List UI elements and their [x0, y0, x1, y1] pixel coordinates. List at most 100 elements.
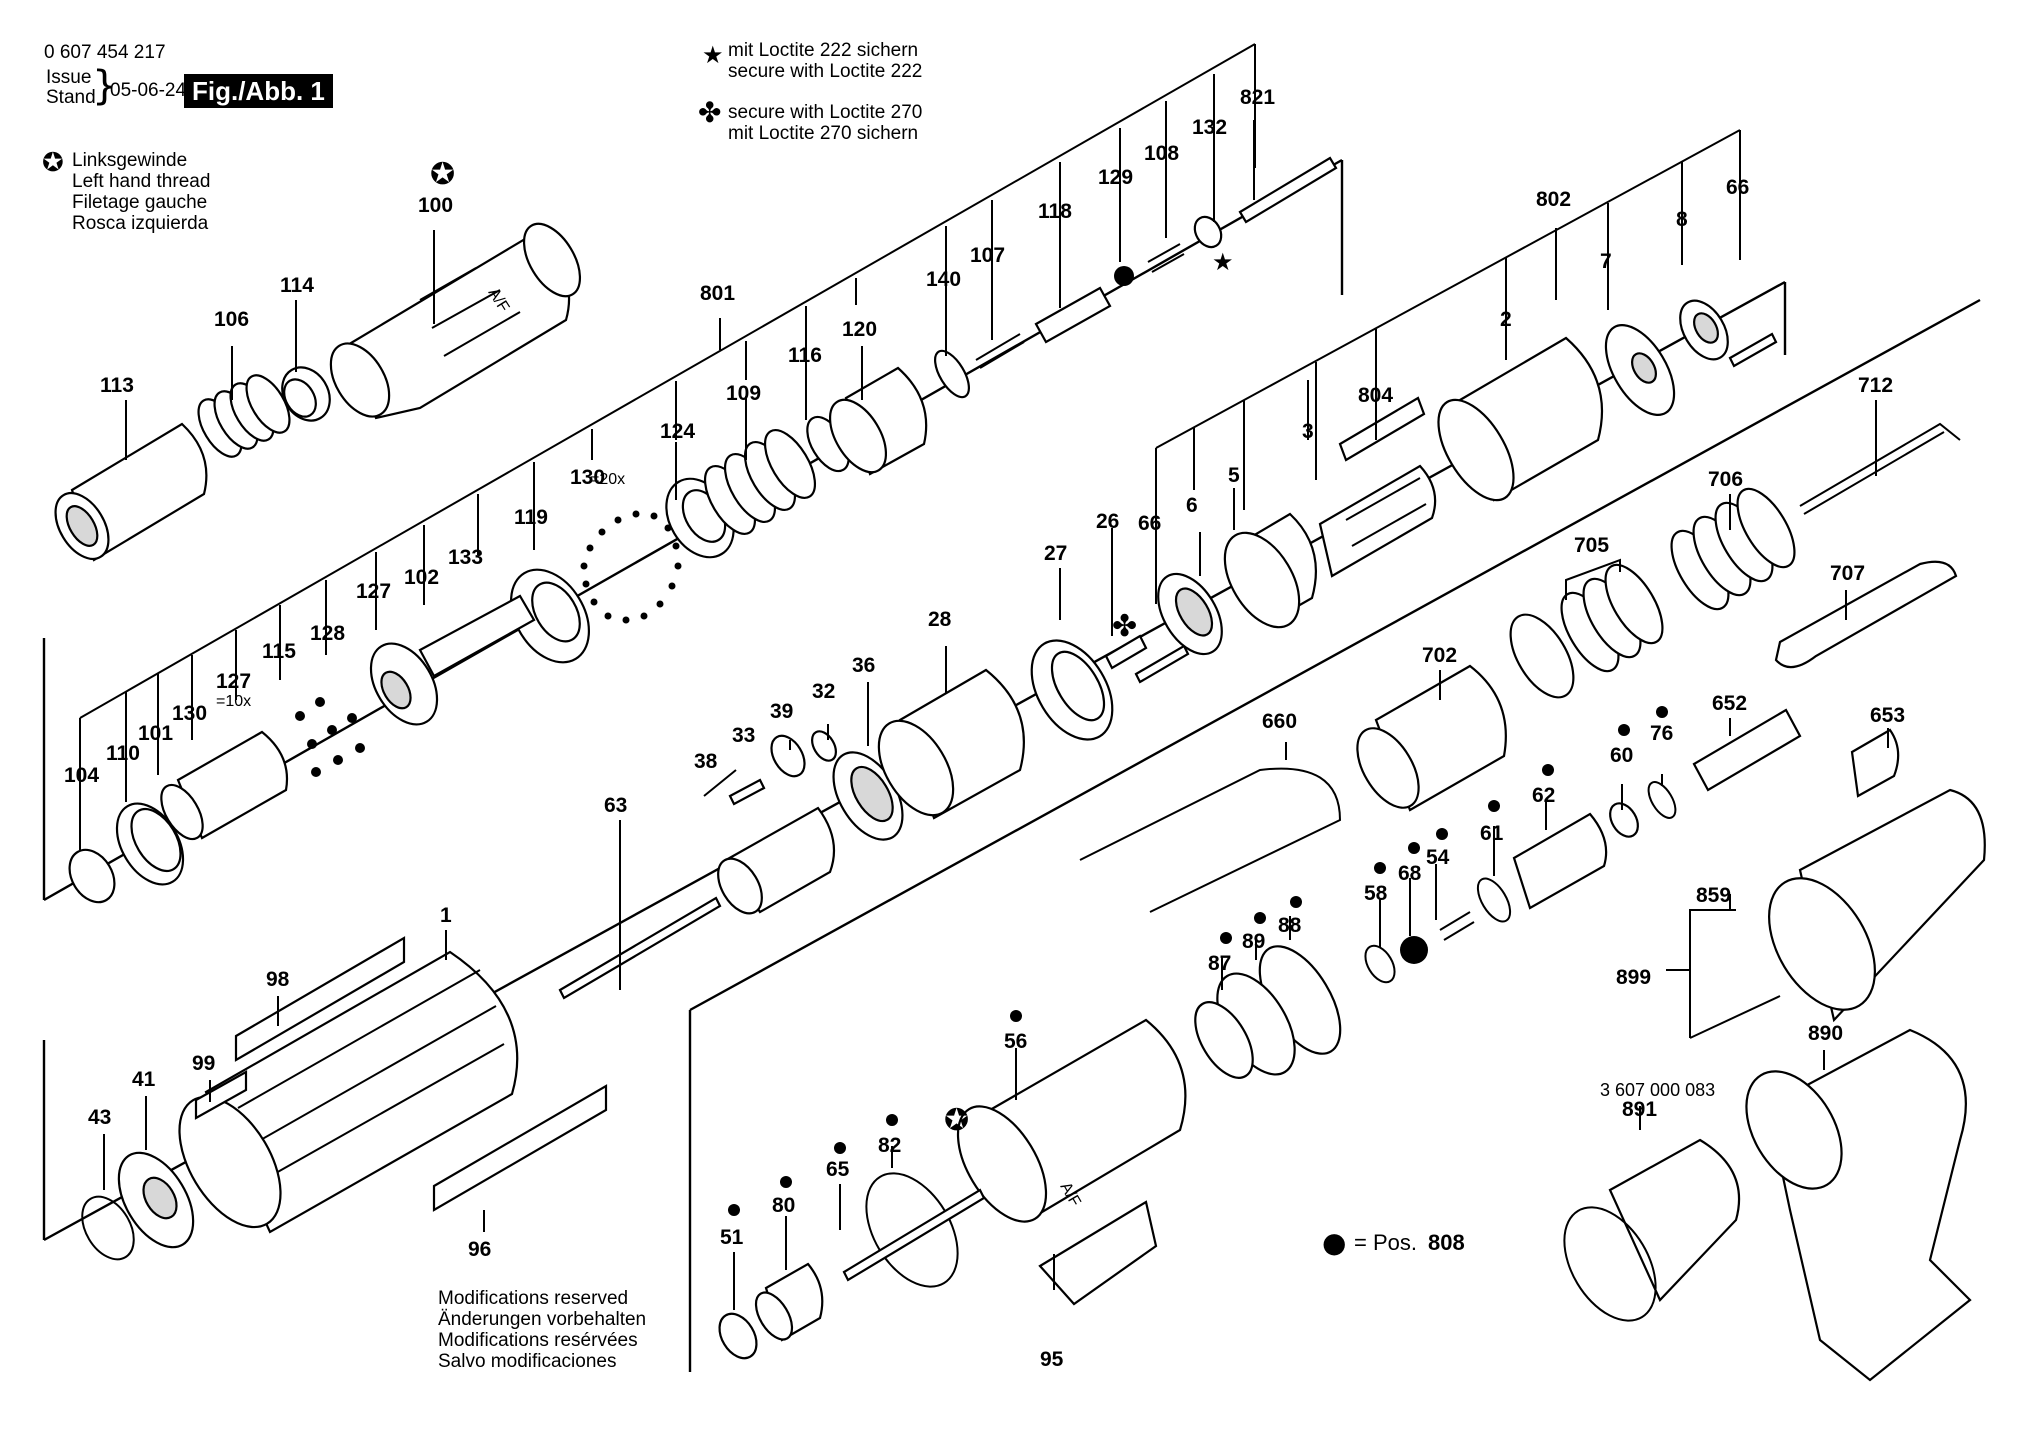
callout-130b: 130: [172, 702, 207, 725]
part-3-rotor: [1318, 464, 1437, 578]
callout-66b: 66: [1138, 512, 1161, 535]
callout-89: 89: [1242, 930, 1265, 953]
brace-symbol: }: [92, 63, 118, 109]
circled-star-icon-56: ✪: [944, 1103, 969, 1138]
legend-line-4: Rosca izquierda: [72, 213, 209, 234]
callout-95: 95: [1040, 1348, 1064, 1371]
callout-101: 101: [138, 722, 173, 745]
part-66-pin: [1134, 644, 1190, 684]
callout-652: 652: [1712, 692, 1747, 715]
callout-8: 8: [1676, 208, 1688, 231]
part-130-balls: [580, 510, 682, 624]
callout-133: 133: [448, 546, 483, 569]
callout-653: 653: [1870, 704, 1905, 727]
leader-lines: [103, 120, 1889, 1310]
callout-899: 899: [1616, 966, 1651, 989]
bracket-705: [1565, 558, 1621, 600]
stand-label: Stand: [46, 87, 96, 108]
part-107-spring: [975, 333, 1025, 369]
issue-date: 05-06-24: [110, 80, 187, 101]
part-705-spring: [1509, 563, 1664, 699]
reference-number: 3 607 000 083: [1600, 1080, 1716, 1100]
callout-32: 32: [812, 680, 835, 703]
frame-right: [688, 298, 1981, 1372]
callout-63: 63: [604, 794, 627, 817]
callout-859: 859: [1696, 884, 1731, 907]
callout-33: 33: [732, 724, 755, 747]
part-110-ring: [115, 802, 185, 886]
part-60-valve: [1609, 802, 1639, 838]
callout-96: 96: [468, 1238, 491, 1261]
part-61-oring: [1476, 877, 1512, 923]
four-leaf-icon-26: ✤: [1112, 609, 1137, 644]
callout-80: 80: [772, 1194, 795, 1217]
part-2-cylinder: [1437, 336, 1604, 502]
callout-132: 132: [1192, 116, 1227, 139]
callout-7: 7: [1600, 250, 1612, 273]
callout-65: 65: [826, 1158, 850, 1181]
callout-109: 109: [726, 382, 761, 405]
part-43-spring-ring: [81, 1195, 135, 1261]
callout-116: 116: [788, 344, 822, 367]
part-6-bearing: [1157, 572, 1223, 656]
part-96-strip: [432, 1084, 608, 1212]
part-28-ring-gear: [877, 668, 1025, 820]
callout-120: 120: [842, 318, 877, 341]
part-140-oring: [934, 349, 970, 399]
callout-76: 76: [1650, 722, 1673, 745]
callout-66a: 66: [1726, 176, 1749, 199]
figure-label: Fig./Abb. 1: [184, 74, 333, 108]
part-51-disc: [718, 1312, 758, 1360]
part-41-nut: [117, 1151, 195, 1249]
modifications-line-2: Änderungen vorbehalten: [438, 1309, 647, 1330]
callout-802: 802: [1536, 188, 1571, 211]
part-98-strip: [234, 936, 406, 1062]
callout-702: 702: [1422, 644, 1457, 667]
callout-27: 27: [1044, 542, 1067, 565]
qty-130-text: =20x: [590, 471, 625, 488]
part-63-rod: [558, 896, 722, 1000]
callout-26: 26: [1096, 510, 1119, 533]
part-68-ball: [1400, 936, 1428, 964]
issue-label: Issue: [46, 67, 92, 88]
part-5-endplate: [1223, 512, 1317, 629]
callout-706: 706: [1708, 468, 1743, 491]
callout-60: 60: [1610, 744, 1633, 767]
part-859-nozzle: [1768, 788, 1986, 1023]
callout-107: 107: [970, 244, 1005, 267]
part-99-strip: [194, 1070, 248, 1120]
callout-87: 87: [1208, 952, 1231, 975]
legend-line-3: Filetage gauche: [72, 192, 208, 213]
callout-41: 41: [132, 1068, 156, 1091]
black-star-icon: ★: [702, 41, 724, 69]
part-100-housing: [329, 222, 582, 420]
bullet-legend-text: = Pos.: [1354, 1230, 1417, 1255]
bullet-legend-position: 808: [1428, 1230, 1465, 1255]
callout-104: 104: [64, 764, 99, 787]
part-87-ring: [1194, 1001, 1254, 1079]
part-118-pin: [1034, 286, 1112, 344]
callout-113: 113: [100, 374, 134, 397]
part-109-spring: [703, 429, 817, 535]
part-7-endplate: [1604, 323, 1676, 417]
qty-127-text: =10x: [216, 693, 251, 710]
callout-119: 119: [514, 506, 548, 529]
callout-100: 100: [418, 194, 453, 217]
callout-801: 801: [700, 282, 735, 305]
bullet-markers: [728, 706, 1668, 1216]
callout-88: 88: [1278, 914, 1302, 937]
callout-891: 891: [1622, 1098, 1657, 1121]
part-101-shaft: [160, 730, 288, 841]
part-821-pin: [1238, 156, 1338, 224]
callout-129: 129: [1098, 166, 1133, 189]
part-33-gear: [770, 734, 806, 778]
callout-804: 804: [1358, 384, 1393, 407]
part-8-bearing: [1679, 299, 1729, 361]
part-702-nut: [1356, 664, 1507, 812]
four-leaf-icon: ✤: [698, 96, 722, 129]
part-890-handle: [1745, 1028, 1972, 1382]
callout-54: 54: [1426, 846, 1450, 869]
callout-38: 38: [694, 750, 718, 773]
part-707-wrench: [1774, 560, 1958, 669]
